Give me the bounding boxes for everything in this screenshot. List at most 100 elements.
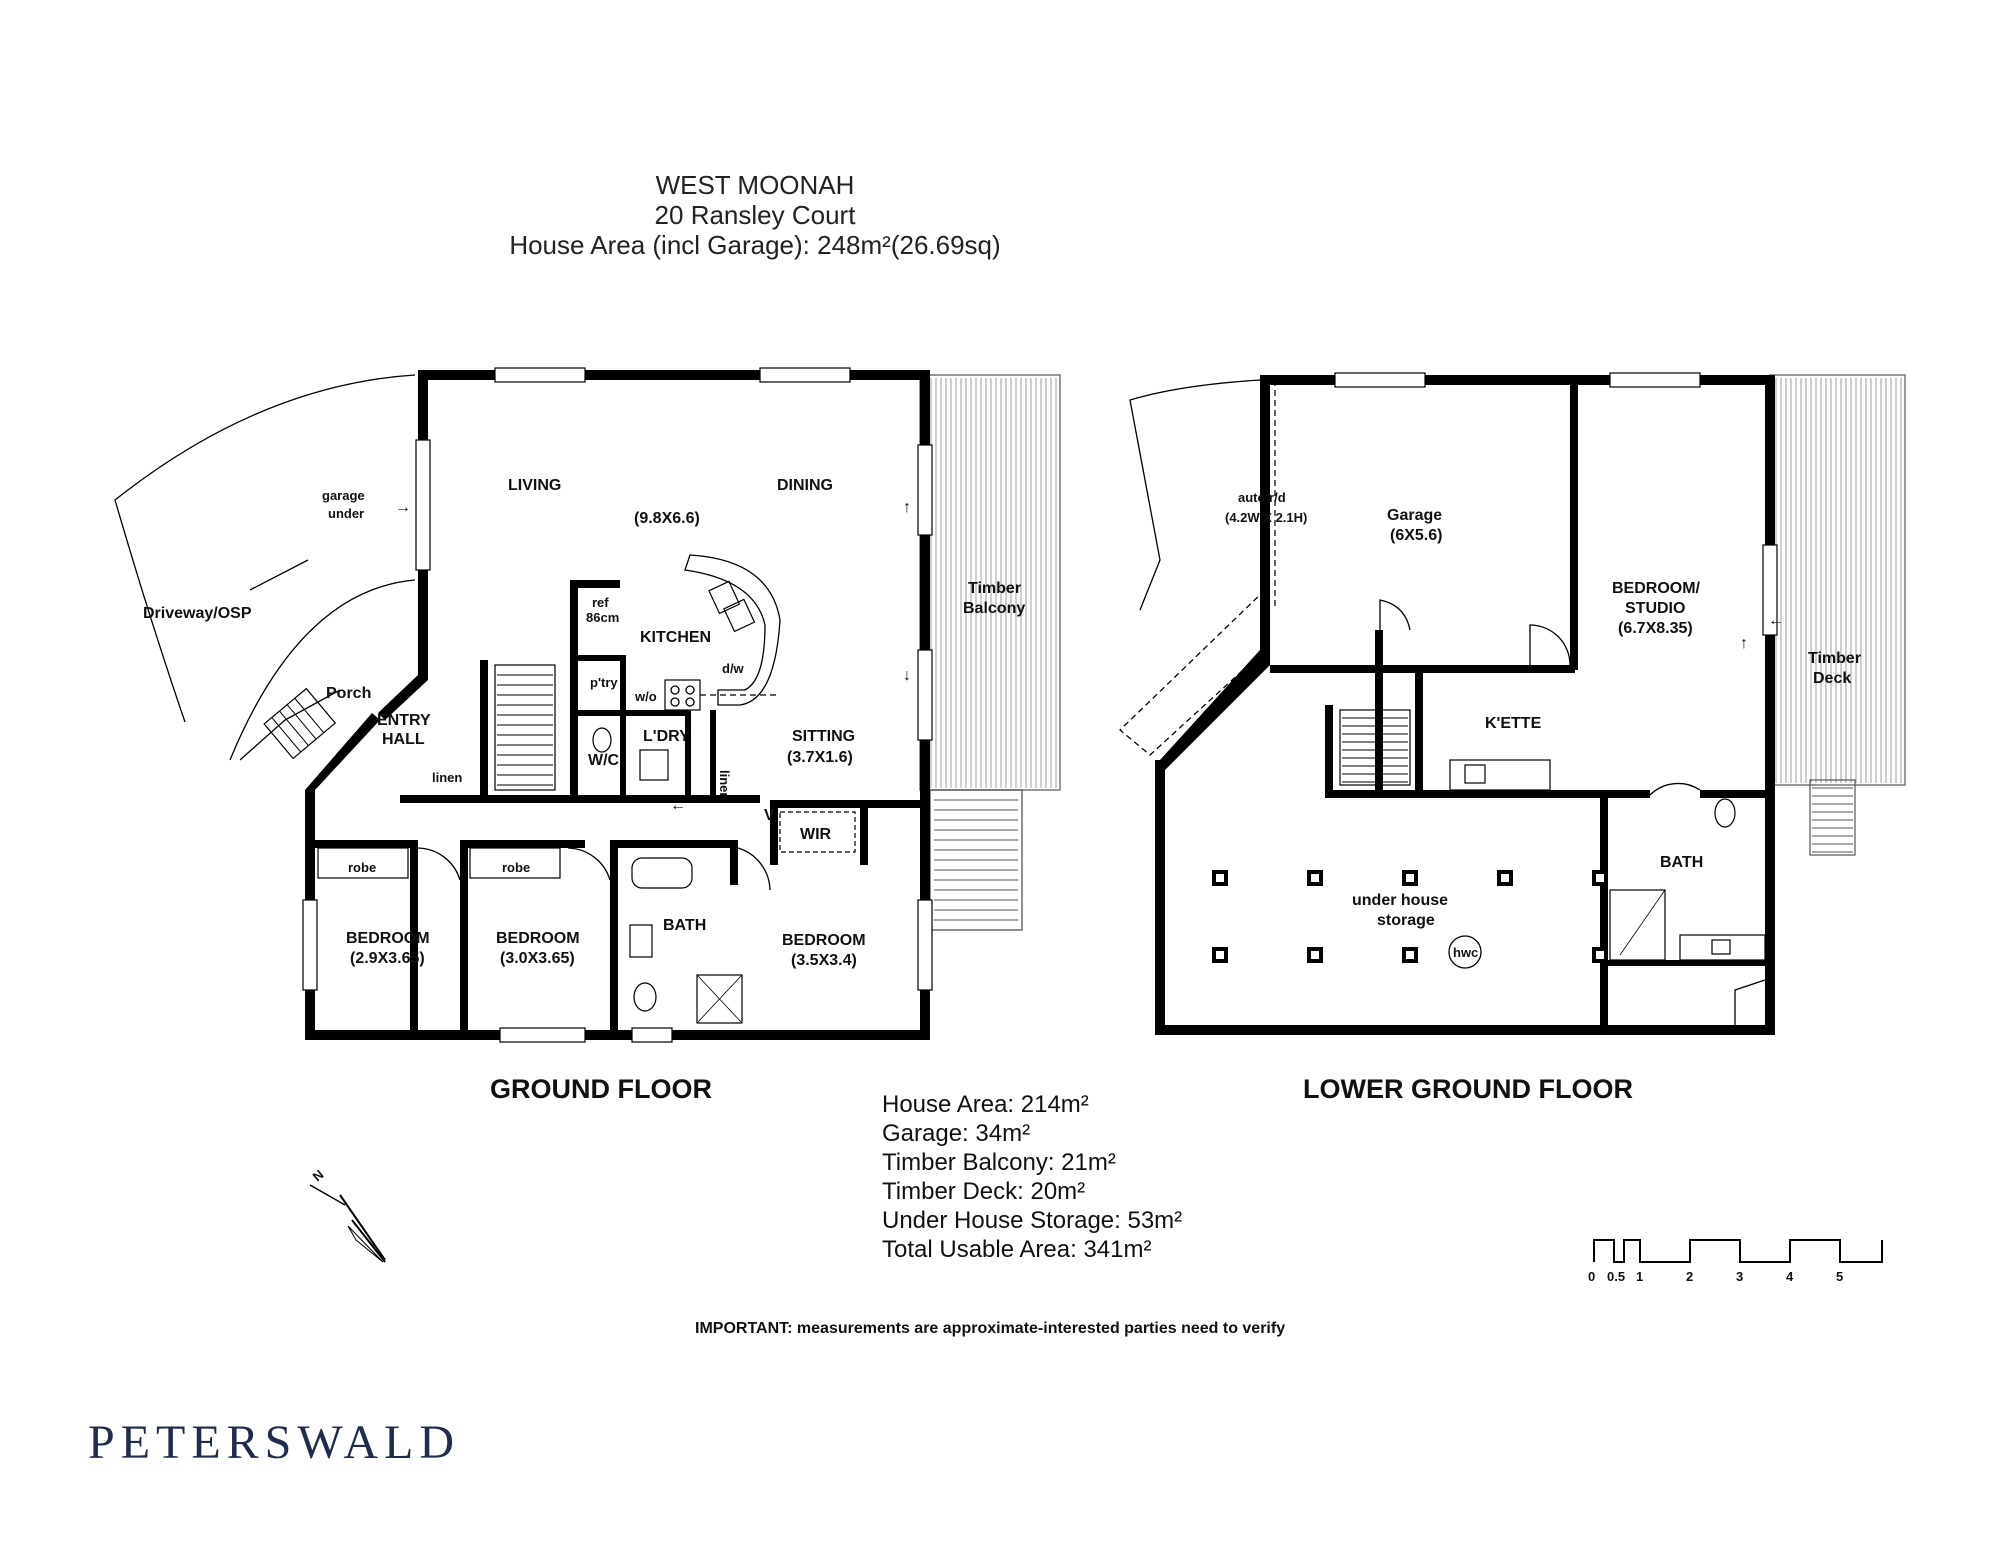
door-swing: [417, 847, 461, 881]
storage-post-inner: [1406, 951, 1414, 959]
area-line: House Area: 214m²: [882, 1091, 1089, 1118]
door-swing: [1379, 599, 1411, 631]
area-line: Total Usable Area: 341m²: [882, 1236, 1152, 1263]
address-title: 20 Ransley Court: [654, 200, 856, 230]
linen-wall: [710, 710, 716, 800]
scale-tick-label: 0.5: [1607, 1269, 1625, 1284]
sitting-label: SITTING: [792, 728, 855, 745]
scale-tick-label: 3: [1736, 1269, 1743, 1284]
lower-ground-floor-plan: ↑ ← auto r/d (4.2W X 2.1H) Garage (6X5.6…: [1119, 372, 1906, 1104]
bath-label: BATH: [663, 917, 706, 934]
scale-bar: 0 0.5 1 2 3 4 5: [1588, 1239, 1883, 1284]
driveway-label: Driveway/OSP: [143, 605, 252, 622]
door-swing: [1529, 624, 1571, 666]
studio-label: BEDROOM/: [1612, 580, 1701, 597]
window: [917, 899, 933, 991]
porch-label: Porch: [326, 685, 371, 702]
storage-posts: [1212, 870, 1608, 963]
storage-post-inner: [1311, 951, 1319, 959]
balcony-stairs: [929, 789, 1023, 931]
internal-wall: [610, 840, 735, 848]
timber-deck-hatch: [1769, 374, 1906, 786]
bedroom-label: BEDROOM: [346, 930, 430, 947]
scale-tick-label: 0: [1588, 1269, 1595, 1284]
path-line: [239, 689, 341, 761]
storage-post-inner: [1311, 874, 1319, 882]
internal-wall: [860, 800, 868, 865]
ptry-wall: [578, 655, 620, 661]
dw-label: d/w: [722, 661, 745, 676]
internal-wall: [610, 840, 618, 1030]
kette-bench: [1449, 759, 1551, 791]
studio-dims-label: (6.7X8.35): [1618, 620, 1693, 637]
internal-wall: [400, 795, 760, 803]
scale-tick-label: 5: [1836, 1269, 1843, 1284]
door-slider: [917, 444, 933, 536]
internal-wall: [1700, 790, 1770, 798]
kitchen-sink: [723, 598, 756, 633]
garage-label: Garage: [1387, 507, 1442, 524]
laundry-wall: [685, 710, 691, 795]
internal-wall: [1270, 665, 1420, 673]
cooktop: [664, 679, 701, 711]
deck-label: Timber: [1808, 650, 1861, 667]
door-swing: [567, 847, 611, 881]
balcony-label: Balcony: [963, 600, 1025, 617]
bedroom-dims-label: (2.9X3.65): [350, 950, 425, 967]
linen-label: linen: [717, 770, 732, 800]
hwc-label: hwc: [1453, 945, 1478, 960]
window: [631, 1027, 673, 1043]
garage-west-wall: [1260, 375, 1270, 655]
window: [302, 899, 318, 991]
storage-post-inner: [1216, 951, 1224, 959]
arrow-icon: →: [395, 499, 411, 516]
auto-rd-label: auto r/d: [1238, 490, 1286, 505]
balcony-label: Timber: [968, 580, 1021, 597]
kitchen-wall: [570, 580, 620, 588]
internal-wall: [1600, 790, 1650, 798]
shower-screen: [1619, 889, 1666, 956]
garage-dims-label: (6X5.6): [1390, 527, 1442, 544]
wc-label: W/C: [588, 752, 620, 769]
disclaimer: IMPORTANT: measurements are approximate-…: [695, 1320, 1286, 1337]
wc-toilet: [592, 727, 612, 753]
door-swing: [1649, 782, 1701, 796]
door-slider: [1762, 544, 1778, 636]
wir-label: WIR: [800, 826, 832, 843]
studio-label: STUDIO: [1625, 600, 1685, 617]
north-wall: [1260, 375, 1775, 385]
area-line: Garage: 34m²: [882, 1120, 1031, 1147]
garage-under-label: under: [328, 506, 364, 521]
diagonal-wall: [1155, 650, 1270, 770]
arrow-icon: ←: [1768, 612, 1784, 629]
vanity: [1679, 934, 1766, 961]
shower: [1609, 889, 1666, 961]
storage-post-inner: [1216, 874, 1224, 882]
internal-wall: [1600, 790, 1608, 1030]
internal-stairs: [494, 664, 556, 791]
laundry-tub: [639, 749, 669, 781]
window: [1609, 372, 1701, 388]
ground-floor-plan: → ↑ ↓ ← V Driveway/OSP garage under LIVI…: [114, 367, 1061, 1104]
internal-wall: [460, 840, 585, 848]
east-wall: [1765, 375, 1775, 1035]
toilet: [1714, 798, 1736, 828]
internal-wall: [1325, 790, 1605, 798]
storage-post-inner: [1596, 951, 1604, 959]
garage-under-label: garage: [322, 488, 365, 503]
laundry-label: L'DRY: [643, 728, 690, 745]
burner: [670, 697, 680, 707]
shower-line: [696, 974, 743, 1024]
window: [499, 1027, 586, 1043]
north-label: N: [310, 1167, 327, 1185]
arrow-icon: ←: [670, 797, 686, 814]
internal-wall: [1325, 705, 1333, 795]
arrow-icon: ↑: [903, 499, 911, 516]
scale-tick-label: 2: [1686, 1269, 1693, 1284]
bedroom-label: BEDROOM: [496, 930, 580, 947]
title-block: WEST MOONAH 20 Ransley Court House Area …: [0, 170, 1510, 260]
laundry-wall: [578, 710, 688, 716]
wir-outline: [779, 811, 856, 853]
living-label: LIVING: [508, 477, 561, 494]
